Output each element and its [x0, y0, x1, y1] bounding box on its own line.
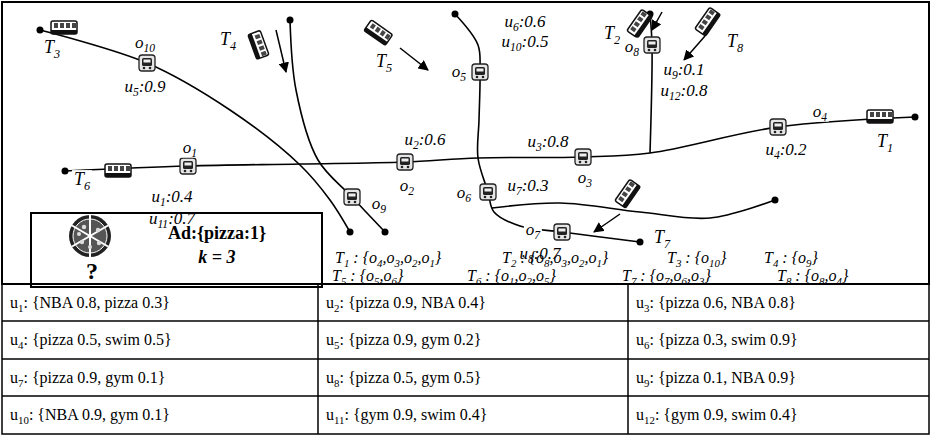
billboard-name: o9 — [370, 195, 388, 214]
billboard-name: o8 — [623, 38, 641, 57]
user-influence: u4:0.2 — [763, 141, 808, 160]
direction-arrow — [652, 12, 662, 30]
ad-text: k = 3 — [198, 248, 235, 268]
trajectory-list: T5 : {o5,o6} — [330, 267, 405, 285]
road-end — [347, 229, 354, 236]
billboard-name: o5 — [450, 63, 468, 82]
user-influence: u12:0.8 — [659, 82, 710, 101]
trajectory-name: T7 — [652, 228, 672, 248]
trajectory-list: T1 : {o4,o3,o2,o1} — [333, 249, 443, 267]
ad-text: Ad:{pizza:1} — [168, 224, 266, 244]
road — [650, 14, 652, 153]
user-influence: u6:0.6 — [502, 13, 547, 32]
icons — [51, 7, 893, 240]
bus-icon — [615, 179, 641, 208]
trajectory-list: T6 : {o1,o2,o5} — [465, 267, 558, 285]
trajectory-name: T5 — [374, 52, 394, 72]
road — [40, 30, 350, 232]
trajectory-name: T2 — [602, 24, 622, 44]
table-cell: u9: {pizza 0.1, NBA 0.9} — [634, 369, 798, 387]
bus-icon — [51, 21, 77, 34]
user-influence: u2:0.6 — [402, 131, 447, 150]
billboard-icon — [575, 149, 591, 165]
road-end — [382, 229, 389, 236]
trajectory-name: T3 — [42, 38, 62, 58]
trajectory-name: T4 — [218, 30, 238, 50]
table-cell: u12: {gym 0.9, swim 0.4} — [634, 406, 800, 424]
trajectory-name: T1 — [875, 132, 895, 152]
table-cell: u3: {pizza 0.6, NBA 0.8} — [634, 294, 798, 312]
bus-icon — [627, 9, 653, 38]
user-influence: u7:0.3 — [505, 177, 550, 196]
table-cell: u1: {NBA 0.8, pizza 0.3} — [8, 294, 172, 312]
road-end — [287, 17, 294, 24]
billboard-icon — [472, 64, 488, 80]
trajectory-name: T6 — [72, 170, 92, 190]
map-frame — [2, 2, 929, 284]
billboard-name: o1 — [181, 139, 199, 158]
bus-icon — [105, 164, 131, 177]
road — [492, 200, 775, 218]
ad-text: ? — [86, 258, 98, 284]
table-cell: u8: {pizza 0.5, gym 0.5} — [324, 369, 483, 387]
billboard-name: o10 — [133, 34, 157, 53]
direction-arrow — [400, 48, 428, 70]
user-influence: u5:0.9 — [122, 78, 167, 97]
bus-icon — [364, 20, 393, 46]
user-influence: u3:0.8 — [525, 133, 570, 152]
trajectory-name: T8 — [725, 32, 745, 52]
trajectory-list: T2 : {o8,o3,o2,o1} — [500, 249, 610, 267]
trajectory-list: T3 : {o10} — [665, 249, 728, 267]
billboard-name: o7 — [524, 221, 542, 240]
bus-icon — [695, 7, 721, 36]
billboard-icon — [397, 154, 413, 170]
user-influence: u1:0.4 — [149, 188, 194, 207]
direction-arrow — [276, 30, 286, 72]
trajectory-list: T8 : {o8,o4} — [775, 267, 850, 285]
table-cell: u4: {pizza 0.5, swim 0.5} — [8, 331, 174, 349]
direction-arrow — [594, 214, 620, 232]
billboard-icon — [480, 184, 496, 200]
road-end — [62, 168, 69, 175]
table-cell: u7: {pizza 0.9, gym 0.1} — [8, 369, 167, 387]
billboard-name: o2 — [398, 177, 416, 196]
billboard-name: o6 — [455, 184, 473, 203]
trajectory-list: T7 : {o7,o6,o3} — [620, 267, 713, 285]
road-end — [772, 197, 779, 204]
ad-box: Ad:{pizza:1} k = 3? — [30, 212, 323, 288]
roads — [37, 11, 919, 246]
billboard-icon — [180, 158, 196, 174]
bus-icon — [248, 30, 269, 59]
bus-icon — [867, 110, 893, 123]
user-influence: u10:0.5 — [500, 33, 551, 52]
road — [65, 117, 915, 171]
billboard-icon — [139, 55, 155, 71]
table-grid — [2, 284, 929, 434]
pizza-icon — [69, 215, 111, 257]
table-cell: u10: {NBA 0.9, gym 0.1} — [8, 406, 172, 424]
road-end — [637, 239, 644, 246]
road-end — [452, 11, 459, 18]
trajectory-list: T4 : {o9} — [762, 249, 820, 267]
billboard-name: o4 — [811, 103, 829, 122]
billboard-icon — [644, 37, 660, 53]
table-cell: u2: {pizza 0.9, NBA 0.4} — [324, 294, 488, 312]
road-end — [912, 114, 919, 121]
table-cell: u11: {gym 0.9, swim 0.4} — [324, 406, 489, 424]
road-end — [37, 27, 44, 34]
user-influence: u9:0.1 — [661, 61, 706, 80]
table-cell: u5: {pizza 0.9, gym 0.2} — [324, 331, 483, 349]
billboard-icon — [554, 224, 570, 240]
table-cell: u6: {pizza 0.3, swim 0.9} — [634, 331, 800, 349]
billboard-icon — [344, 189, 360, 205]
direction-arrow — [684, 36, 705, 60]
billboard-name: o3 — [576, 169, 594, 188]
billboard-icon — [770, 119, 786, 135]
